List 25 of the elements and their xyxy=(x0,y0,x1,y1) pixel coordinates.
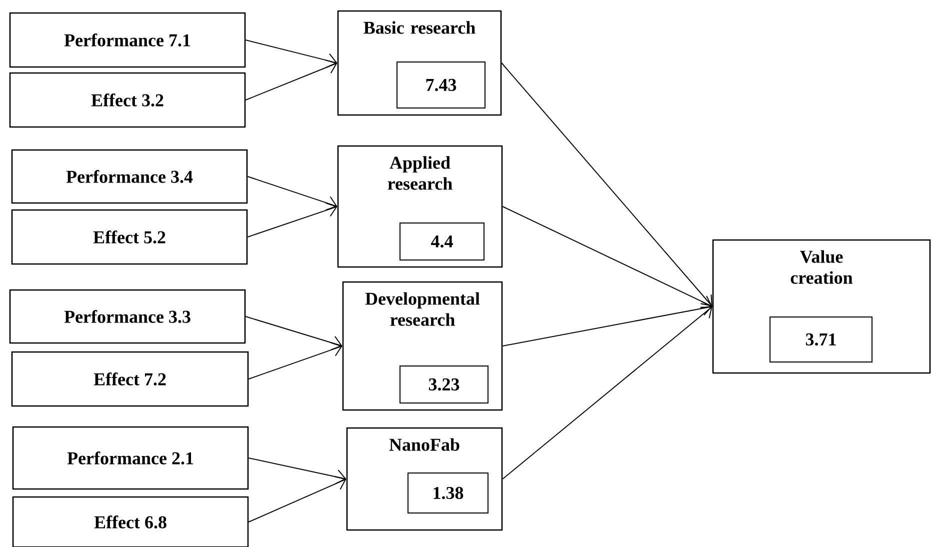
score-box: 3.23 xyxy=(400,366,488,404)
indicator-box: Performance 2.1 xyxy=(12,426,249,490)
indicator-box: Effect 6.8 xyxy=(12,496,249,547)
arrow xyxy=(502,206,712,310)
score-box: 7.43 xyxy=(396,62,486,108)
indicator-box: Performance 7.1 xyxy=(9,12,246,68)
arrow xyxy=(248,458,346,484)
arrow xyxy=(248,342,342,380)
arrow xyxy=(502,300,712,346)
arrow xyxy=(247,202,338,238)
arrow xyxy=(501,62,712,306)
indicator-box: Performance 3.3 xyxy=(9,289,246,344)
arrow xyxy=(502,306,712,480)
arrow xyxy=(245,40,338,68)
indicator-box: Effect 7.2 xyxy=(11,351,249,407)
indicator-box: Effect 5.2 xyxy=(11,209,248,265)
arrow xyxy=(248,476,346,522)
score-box: 4.4 xyxy=(400,222,484,260)
arrow xyxy=(245,60,338,100)
score-box: 3.71 xyxy=(770,316,872,362)
indicator-box: Effect 3.2 xyxy=(9,72,246,128)
arrow xyxy=(245,316,342,350)
arrow xyxy=(247,176,338,211)
score-box: 1.38 xyxy=(408,472,488,514)
indicator-box: Performance 3.4 xyxy=(11,149,248,204)
